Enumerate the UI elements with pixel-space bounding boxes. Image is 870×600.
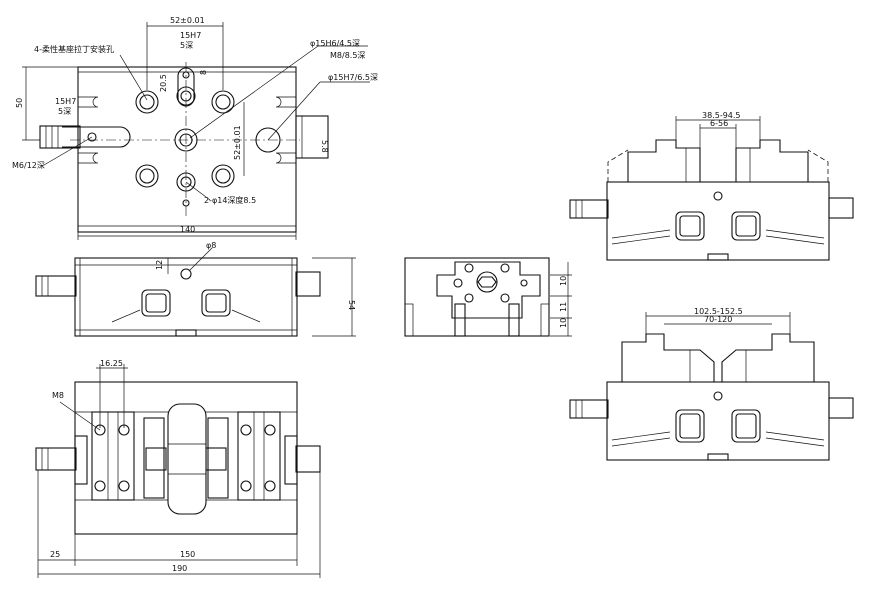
label-phi15h7: φ15H7/6.5深 [328,73,378,82]
right-top-view: 38.5-94.5 6-56 [569,111,854,261]
front-view-body [74,257,298,337]
top-view-body [77,66,297,233]
dim-15h7-left: 15H7 [55,97,76,106]
dim-16-25: 16.25 [100,359,123,368]
label-flex-base: 4-柔性基座拉丁安装孔 [34,44,114,54]
dim-10a: 10 [559,276,568,286]
dim-phi8: φ8 [206,241,216,250]
dim-8: 8 [199,70,208,75]
front-view-right-boss [295,271,321,297]
dim-50: 50 [15,98,24,108]
end-view-body [404,257,550,337]
front-view: φ8 12 54 [35,241,356,337]
dim-52-vert: 52±0.01 [233,125,242,160]
dim-5-8: 5.8 [320,140,329,153]
dim-38-5-94-5: 38.5-94.5 [702,111,741,120]
right-top-body [606,181,830,261]
dim-140: 140 [180,225,195,234]
label-m8-bottom: M8 [52,391,64,400]
dim-5deep-left: 5深 [58,107,71,116]
dim-102-5-152-5: 102.5-152.5 [694,307,743,316]
center-nut [167,403,207,515]
dim-10b: 10 [559,318,568,328]
dim-15h7-top: 15H7 [180,31,201,40]
dim-190: 190 [172,564,187,573]
end-view: 10 11 10 [404,257,572,337]
top-view-right-boss [295,115,329,159]
dim-12: 12 [155,260,164,270]
dim-20-5: 20.5 [159,74,168,92]
bottom-view-right-boss [295,445,321,473]
dim-5deep-top: 5深 [180,41,193,50]
right-bottom-view: 102.5-152.5 70-120 [569,307,854,461]
right-bottom-body [606,381,830,461]
dim-11: 11 [559,302,568,312]
label-phi14: 2-φ14深度8.5 [204,195,256,205]
front-view-left-handle [35,275,77,297]
top-view-slot [62,126,131,148]
dim-6-56: 6-56 [710,119,728,128]
dim-54: 54 [347,300,356,310]
dim-25: 25 [50,550,60,559]
bottom-view: 16.25 M8 25 150 190 [35,359,321,578]
top-view: 52±0.01 15H7 5深 8 20.5 50 15H7 5深 52±0.0… [12,16,378,240]
top-view-left-handle [39,125,81,149]
label-m6: M6/12深 [12,161,45,170]
dim-150: 150 [180,550,195,559]
bottom-view-left-handle [35,447,77,471]
label-m8: M8/8.5深 [330,51,365,60]
label-phi15h6: φ15H6/4.5深 [310,39,360,48]
dim-52: 52±0.01 [170,16,205,25]
dim-70-120: 70-120 [704,315,732,324]
